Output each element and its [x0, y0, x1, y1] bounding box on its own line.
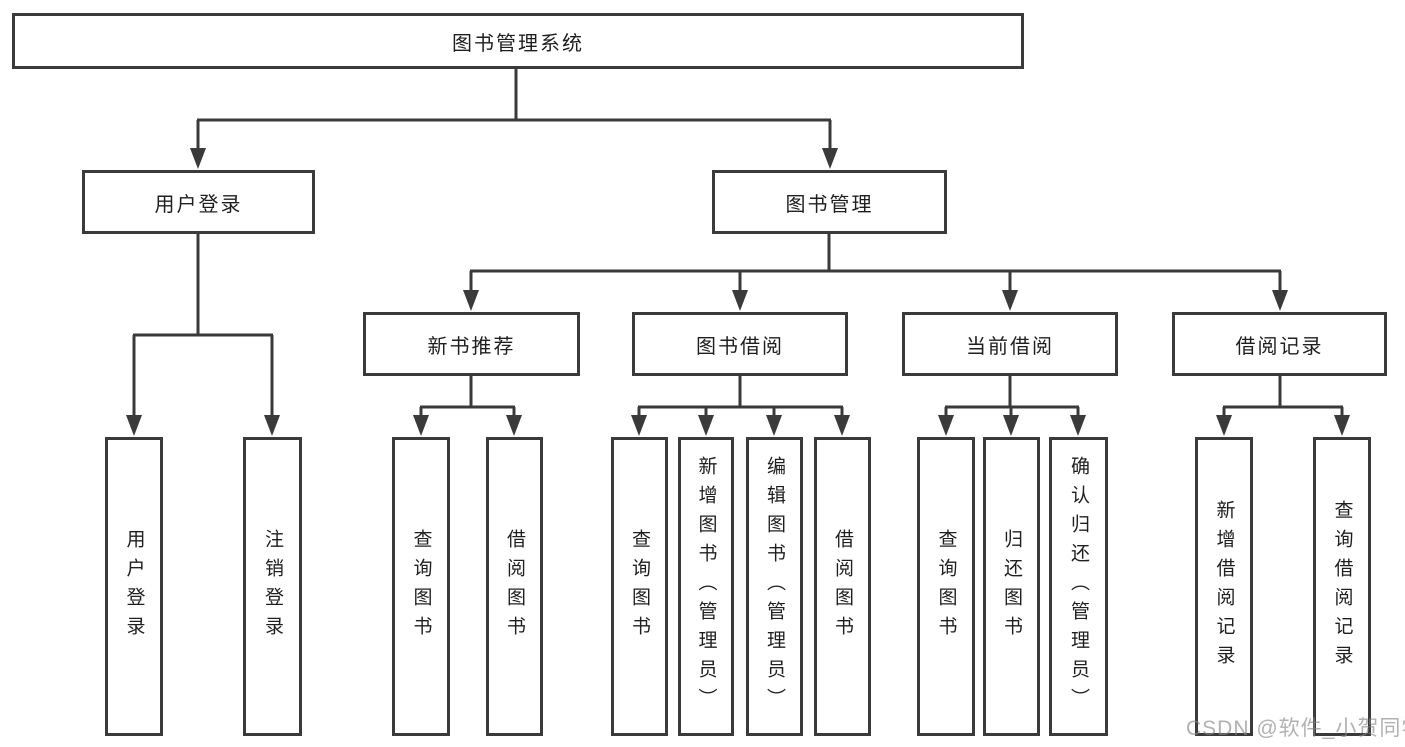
node-root: 图书管理系统	[12, 13, 1024, 69]
arrowheads-new-book-rec-leaves	[413, 415, 522, 436]
node-book-borrow-label: 图书借阅	[696, 335, 784, 358]
node-new-book-recommend-label: 新书推荐	[427, 335, 516, 358]
leaf-add-borrow-record: 新增借阅记录	[1195, 437, 1253, 736]
arrowheads-borrow-records-leaves	[1216, 415, 1350, 436]
leaf-edit-books-admin-label: 编辑图书（管理员）	[764, 456, 785, 717]
node-book-management-label: 图书管理	[785, 193, 874, 216]
leaf-edit-books-admin: 编辑图书（管理员）	[746, 437, 803, 736]
leaf-add-books-admin-label: 新增图书（管理员）	[695, 456, 717, 717]
leaf-add-books-admin: 新增图书（管理员）	[678, 437, 734, 736]
arrowheads-user-login-leaves	[126, 415, 280, 436]
leaf-return-books: 归还图书	[983, 437, 1040, 736]
leaf-user-login: 用户登录	[105, 437, 163, 736]
leaf-borrow-books-recommend: 借阅图书	[486, 437, 543, 736]
leaf-confirm-return-admin-label: 确认归还（管理员）	[1068, 456, 1089, 717]
leaf-borrow-books-label: 借阅图书	[832, 528, 853, 645]
leaf-query-borrow-record: 查询借阅记录	[1313, 437, 1371, 736]
leaf-query-books-borrow-label: 查询图书	[629, 528, 650, 645]
node-new-book-recommend: 新书推荐	[363, 312, 580, 376]
connector-borrow-records-to-leaves	[1222, 376, 1344, 418]
connector-root-to-level2	[196, 69, 832, 150]
leaf-query-books-recommend-label: 查询图书	[410, 528, 432, 645]
leaf-query-books-borrow: 查询图书	[611, 437, 668, 736]
node-current-borrow: 当前借阅	[902, 312, 1118, 376]
arrowheads-level2	[190, 148, 838, 169]
connector-book-mgmt-to-level3	[469, 234, 1282, 292]
leaf-query-books-current: 查询图书	[917, 437, 975, 736]
leaf-logout: 注销登录	[243, 437, 302, 736]
leaf-user-login-label: 用户登录	[123, 528, 145, 645]
leaf-query-books-recommend: 查询图书	[392, 437, 450, 736]
leaf-logout-label: 注销登录	[262, 528, 283, 645]
arrowheads-book-borrow-leaves	[631, 415, 850, 436]
leaf-borrow-books: 借阅图书	[814, 437, 871, 736]
node-current-borrow-label: 当前借阅	[966, 335, 1054, 358]
leaf-query-books-current-label: 查询图书	[935, 528, 957, 645]
leaf-borrow-books-recommend-label: 借阅图书	[504, 528, 525, 645]
node-borrow-records-label: 借阅记录	[1235, 335, 1324, 358]
node-root-label: 图书管理系统	[452, 32, 584, 55]
leaf-return-books-label: 归还图书	[1001, 528, 1022, 645]
connector-user-login-to-leaves	[132, 234, 274, 417]
csdn-watermark: CSDN @软件_小贺同学	[1186, 717, 1405, 740]
connector-current-borrow-to-leaves	[944, 376, 1080, 418]
leaf-add-borrow-record-label: 新增借阅记录	[1213, 499, 1235, 674]
connector-new-book-rec-to-leaves	[419, 376, 516, 418]
node-user-login-label: 用户登录	[154, 193, 243, 216]
leaf-query-borrow-record-label: 查询借阅记录	[1331, 499, 1353, 674]
node-user-login: 用户登录	[82, 170, 315, 234]
arrowheads-level3	[463, 290, 1288, 311]
connector-book-borrow-to-leaves	[637, 376, 844, 418]
node-borrow-records: 借阅记录	[1172, 312, 1387, 376]
arrowheads-current-borrow-leaves	[938, 415, 1086, 436]
leaf-confirm-return-admin: 确认归还（管理员）	[1049, 437, 1108, 736]
node-book-management: 图书管理	[712, 170, 947, 234]
node-book-borrow: 图书借阅	[632, 312, 848, 376]
